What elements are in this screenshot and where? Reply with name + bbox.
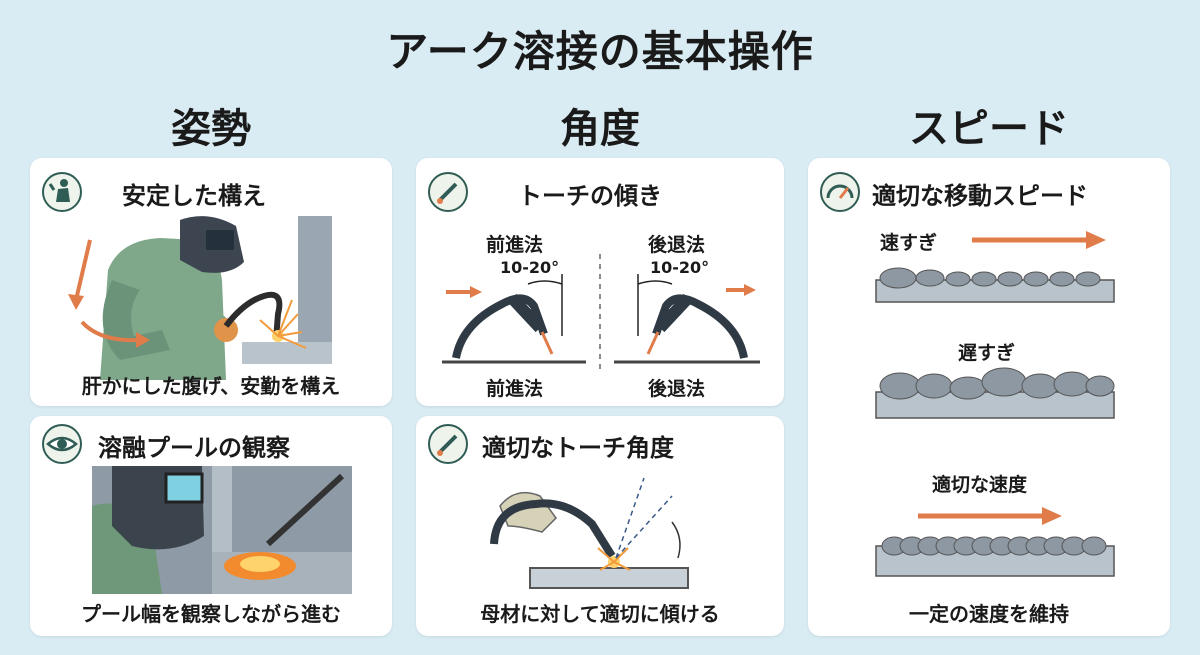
forehand-label: 前進法 bbox=[486, 234, 544, 256]
backhand-caption: 後退法 bbox=[648, 378, 706, 400]
card-travel-speed: 適切な移動スピード 速すぎ 遅すぎ 適切な速度 bbox=[808, 158, 1170, 636]
too-slow-label: 遅すぎ bbox=[958, 342, 1016, 364]
torch-icon bbox=[428, 424, 468, 464]
card-caption: プール幅を観察しながら進む bbox=[81, 602, 341, 626]
card-torch-tilt: トーチの傾き 前進法 10-20° 後退法 10-20° 前進法 後退法 bbox=[416, 158, 784, 406]
forehand-caption: 前進法 bbox=[486, 378, 544, 400]
too-fast-label: 速すぎ bbox=[880, 232, 938, 254]
card-title: 適切なトーチ角度 bbox=[482, 434, 674, 462]
card-caption: 母材に対して適切に傾ける bbox=[480, 602, 720, 626]
proper-speed-label: 適切な速度 bbox=[932, 474, 1028, 496]
card-title: 溶融プールの観察 bbox=[98, 434, 290, 462]
column-heading-posture: 姿勢 bbox=[171, 106, 251, 152]
welder-figure-icon bbox=[42, 172, 82, 212]
torch-icon bbox=[428, 172, 468, 212]
welder-stance-illustration bbox=[68, 216, 332, 380]
card-title: 適切な移動スピード bbox=[872, 182, 1088, 210]
torch-tilt-diagram bbox=[442, 254, 760, 374]
card-weld-pool-observation: 溶融プールの観察 プール幅を観察しながら進む bbox=[30, 416, 392, 636]
forehand-angle-label: 10-20° bbox=[500, 258, 560, 277]
page-title: アーク溶接の基本操作 bbox=[386, 27, 814, 76]
proper-speed-arrow bbox=[918, 507, 1062, 525]
proper-bead bbox=[875, 536, 1115, 577]
eye-icon bbox=[42, 424, 82, 464]
card-title: トーチの傾き bbox=[518, 182, 662, 210]
card-proper-torch-angle: 適切なトーチ角度 母材に対して適切に傾ける bbox=[416, 416, 784, 636]
card-caption: 一定の速度を維持 bbox=[909, 602, 1069, 626]
torch-angle-illustration bbox=[490, 477, 689, 589]
backhand-label: 後退法 bbox=[648, 234, 706, 256]
card-title: 安定した構え bbox=[122, 182, 266, 210]
backhand-angle-label: 10-20° bbox=[650, 258, 710, 277]
column-heading-speed: スピード bbox=[909, 106, 1069, 152]
weld-pool-illustration bbox=[92, 466, 352, 594]
card-caption: 肝かにした腹げ、安勤を構え bbox=[81, 374, 341, 398]
card-stable-stance: 安定した構え 肝かにした腹げ、安勤を構え bbox=[30, 158, 392, 406]
column-heading-angle: 角度 bbox=[560, 106, 640, 152]
bead-comparison-diagram bbox=[875, 231, 1115, 518]
gauge-icon bbox=[820, 172, 860, 212]
